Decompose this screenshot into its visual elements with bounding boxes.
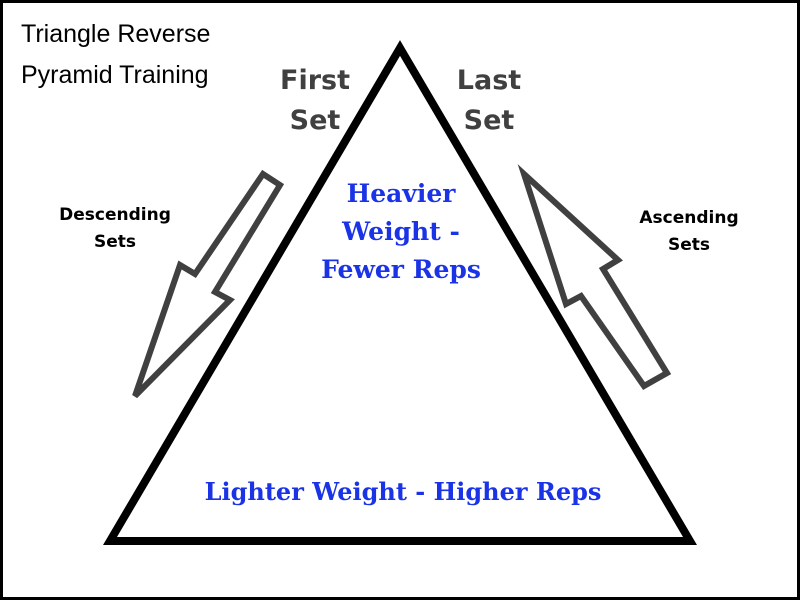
descending-line-1: Descending xyxy=(59,205,171,225)
first-set-label: First Set xyxy=(265,61,365,141)
descending-line-2: Sets xyxy=(93,232,137,252)
bottom-zone-text: Lighter Weight - Higher Reps xyxy=(204,477,602,506)
ascending-arrow-icon xyxy=(517,164,672,390)
diagram-graphics xyxy=(103,40,697,545)
descending-sets-label: Descending Sets xyxy=(45,202,185,256)
top-zone-line-3: Fewer Reps xyxy=(321,255,481,284)
top-zone-line-2: Weight - xyxy=(342,217,460,246)
descending-arrow-icon xyxy=(132,169,285,399)
ascending-line-2: Sets xyxy=(667,235,711,255)
last-set-line-1: Last xyxy=(456,65,522,96)
title-line-1: Triangle Reverse xyxy=(21,20,211,48)
ascending-sets-label: Ascending Sets xyxy=(619,205,759,259)
pyramid-triangle xyxy=(103,40,697,545)
last-set-label: Last Set xyxy=(439,61,539,141)
top-zone-line-1: Heavier xyxy=(346,179,456,208)
first-set-line-2: Set xyxy=(289,105,341,136)
title-line-2: Pyramid Training xyxy=(21,61,209,89)
last-set-line-2: Set xyxy=(463,105,515,136)
top-zone-text: Heavier Weight - Fewer Reps xyxy=(281,175,521,289)
ascending-line-1: Ascending xyxy=(639,208,739,228)
first-set-line-1: First xyxy=(280,65,350,96)
